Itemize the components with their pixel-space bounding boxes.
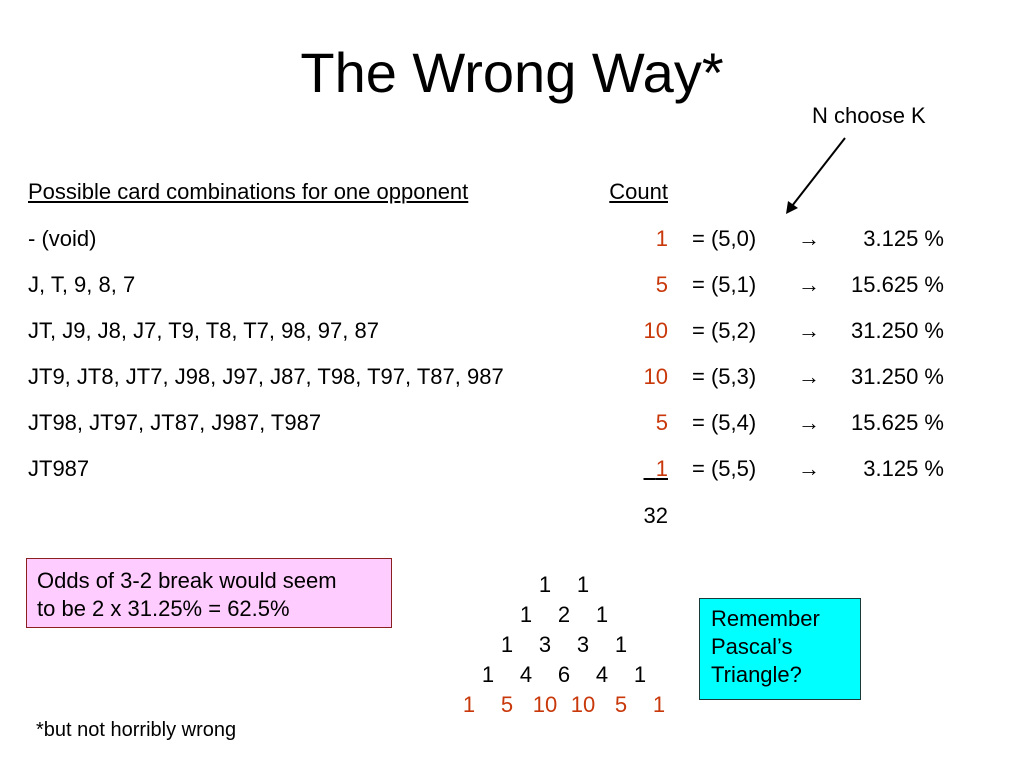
arrow-right-icon: → xyxy=(798,318,820,343)
combo-row-5: JT987 xyxy=(28,456,90,481)
pct-row-5: 3.125 % xyxy=(863,456,944,481)
pascal-cell: 6 xyxy=(557,662,571,687)
pascal-cell: 3 xyxy=(576,632,590,657)
pascal-cell: 1 xyxy=(500,632,514,657)
pascal-cell: 1 xyxy=(633,662,647,687)
n-choose-k-label: N choose K xyxy=(812,103,926,128)
pascal-line-3: Triangle? xyxy=(711,662,802,687)
odds-callout: Odds of 3-2 break would seem to be 2 x 3… xyxy=(26,558,392,628)
binom-row-3: = (5,3) xyxy=(692,364,757,389)
odds-line-1: Odds of 3-2 break would seem xyxy=(37,568,337,593)
pascal-cell: 1 xyxy=(614,632,628,657)
arrow-right-icon: → xyxy=(798,226,820,251)
pascal-line-2: Pascal’s xyxy=(711,634,793,659)
binom-row-4: = (5,4) xyxy=(692,410,757,435)
pct-row-4: 15.625 % xyxy=(851,410,944,435)
count-row-2: 10 xyxy=(643,318,668,343)
arrow-right-icon: → xyxy=(798,456,820,481)
combo-row-3: JT9, JT8, JT7, J98, J97, J87, T98, T97, … xyxy=(28,364,504,389)
pascal-cell: 1 xyxy=(462,692,476,717)
pascal-cell: 1 xyxy=(652,692,666,717)
footnote: *but not horribly wrong xyxy=(36,719,237,741)
pascal-cell: 1 xyxy=(519,602,533,627)
pct-row-2: 31.250 % xyxy=(851,318,944,343)
binom-row-2: = (5,2) xyxy=(692,318,757,343)
pascal-cell: 4 xyxy=(519,662,533,687)
pascal-cell: 1 xyxy=(481,662,495,687)
slide-title: The Wrong Way* xyxy=(300,41,724,104)
count-row-5: 1 xyxy=(655,456,668,481)
pascal-cell: 10 xyxy=(570,692,596,717)
pascal-cell: 1 xyxy=(538,572,552,597)
pascal-cell: 2 xyxy=(557,602,571,627)
combo-row-1: J, T, 9, 8, 7 xyxy=(28,272,136,297)
arrow-right-icon: → xyxy=(798,410,820,435)
pct-row-3: 31.250 % xyxy=(851,364,944,389)
combo-row-2: JT, J9, J8, J7, T9, T8, T7, 98, 97, 87 xyxy=(28,318,379,343)
count-row-0: 1 xyxy=(655,226,668,251)
count-header: Count xyxy=(609,179,668,204)
arrow-right-icon: → xyxy=(798,272,820,297)
arrow-right-icon: → xyxy=(798,364,820,389)
pascal-cell: 1 xyxy=(576,572,590,597)
pascal-line-1: Remember xyxy=(711,606,820,631)
pascal-cell: 3 xyxy=(538,632,552,657)
combinations-header: Possible card combinations for one oppon… xyxy=(28,179,469,204)
pascal-cell: 5 xyxy=(500,692,514,717)
binom-row-0: = (5,0) xyxy=(692,226,757,251)
binom-row-1: = (5,1) xyxy=(692,272,757,297)
pascal-cell: 1 xyxy=(595,602,609,627)
pct-row-1: 15.625 % xyxy=(851,272,944,297)
binom-row-5: = (5,5) xyxy=(692,456,757,481)
combo-row-0: - (void) xyxy=(28,226,97,251)
pct-row-0: 3.125 % xyxy=(863,226,944,251)
pascal-cell: 5 xyxy=(614,692,628,717)
pascal-callout: Remember Pascal’s Triangle? xyxy=(699,598,861,700)
count-row-1: 5 xyxy=(655,272,668,297)
pascal-cell: 10 xyxy=(532,692,558,717)
count-row-4: 5 xyxy=(655,410,668,435)
count-row-3: 10 xyxy=(643,364,668,389)
combo-row-4: JT98, JT97, JT87, J987, T987 xyxy=(28,410,322,435)
pascal-cell: 4 xyxy=(595,662,609,687)
count-total: 32 xyxy=(643,503,668,528)
odds-line-2: to be 2 x 31.25% = 62.5% xyxy=(37,596,290,621)
